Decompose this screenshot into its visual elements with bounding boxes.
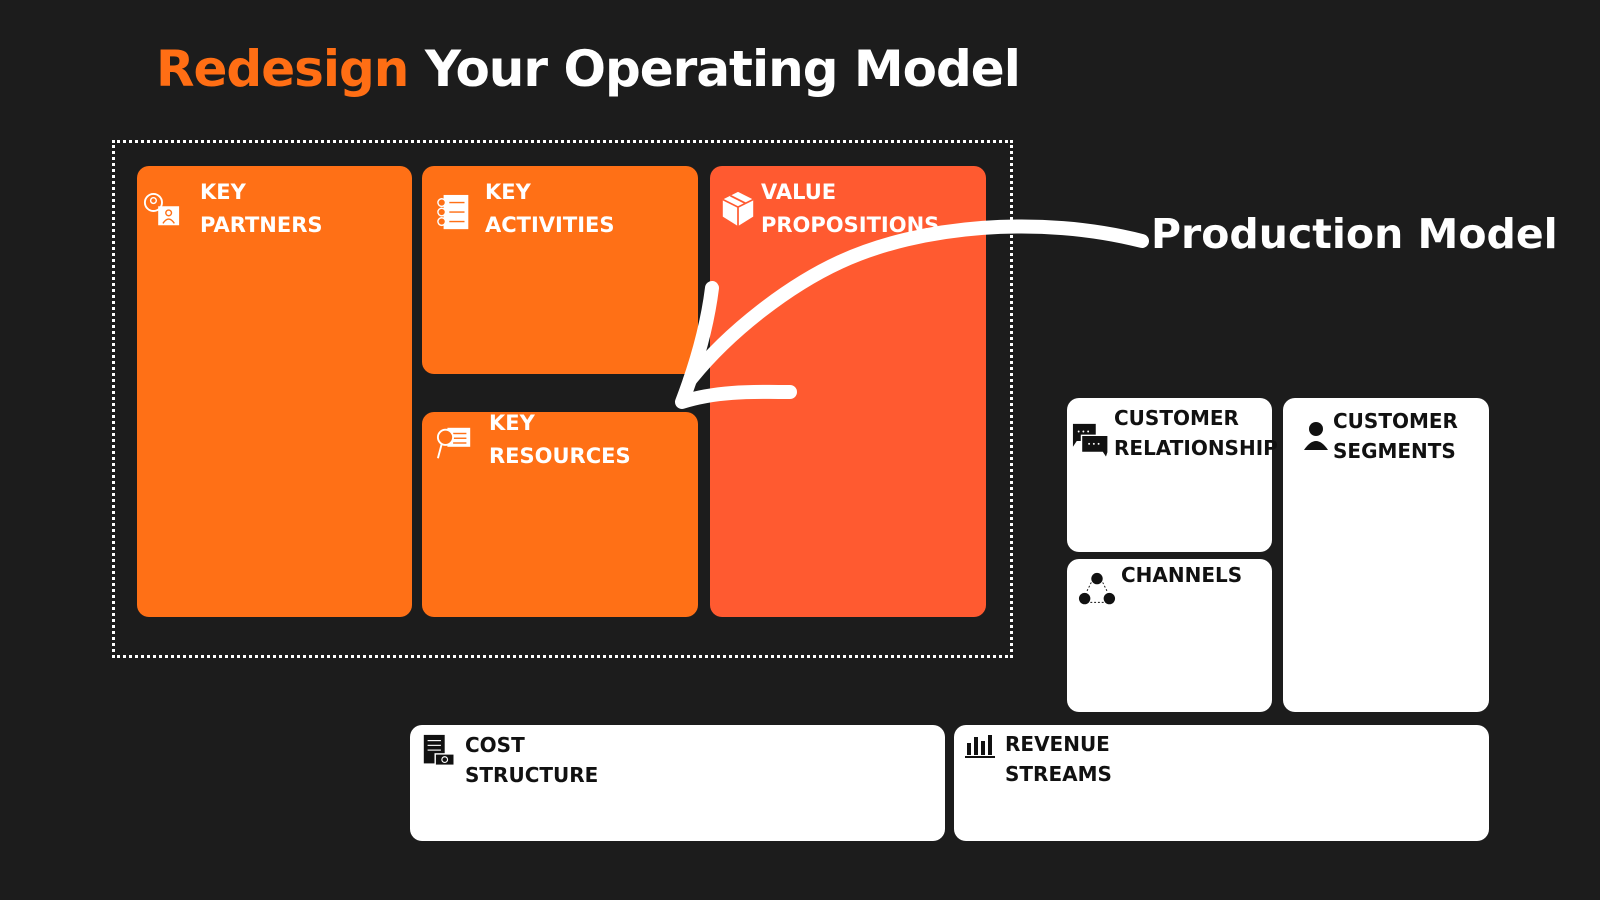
title-rest: Your Operating Model [424,40,1021,98]
channels-block: CHANNELS [1067,559,1272,712]
network-icon [1078,572,1116,605]
bar-chart-icon [965,735,995,758]
box-icon [722,191,754,227]
chat-icon [1072,423,1109,460]
resources-icon [436,427,471,459]
invoice-icon [423,734,455,767]
person-icon [1304,422,1328,450]
partners-icon [143,192,180,226]
title-accent: Redesign [156,40,409,98]
production-model-label: Production Model [1151,210,1558,258]
channels-label: CHANNELS [1121,563,1243,587]
production-model-boundary [112,140,1013,658]
checklist-icon [437,194,469,230]
page-title: Redesign Your Operating Model [156,40,1021,98]
